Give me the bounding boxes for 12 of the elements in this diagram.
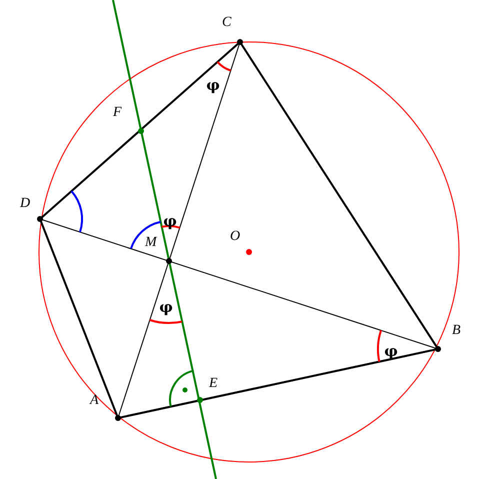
point-label: B — [452, 323, 461, 338]
point-label: M — [145, 235, 157, 250]
angle-label: φ — [384, 342, 398, 360]
angle-label: φ — [163, 212, 177, 230]
point-label: D — [20, 196, 30, 211]
point-label: O — [230, 229, 240, 244]
angle-label: φ — [159, 298, 173, 316]
point-label: A — [90, 393, 99, 408]
point-label: C — [222, 15, 232, 30]
point-label: E — [209, 376, 218, 391]
angle-label: φ — [206, 76, 220, 94]
point-label: F — [113, 105, 122, 120]
